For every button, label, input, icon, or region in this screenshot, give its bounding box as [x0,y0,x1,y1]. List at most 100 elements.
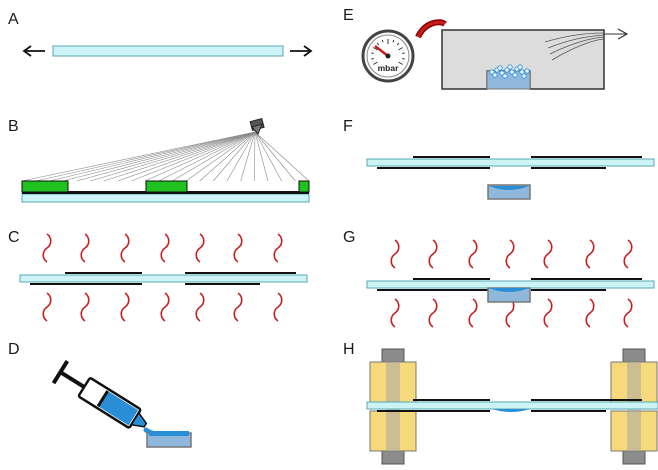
gauge-tick [402,58,405,60]
dish-liquid [489,186,529,190]
heat-wave [233,292,243,322]
heat-wave [80,292,90,322]
liquid-film [492,409,530,412]
heat-wave [505,239,515,269]
gauge-tick [371,58,374,60]
panel-label-h: H [343,341,355,358]
sputter-ray [254,131,256,182]
bubble [517,64,523,70]
gauge-tick [381,39,384,43]
sputter-ray [213,131,256,182]
degassing-bubbles [489,64,530,79]
gauge-tick [392,39,395,43]
gauge-needle [374,45,389,57]
sputter-ray [254,131,296,182]
bubble [499,70,505,76]
heat-wave [623,239,633,269]
heat-wave [42,233,52,263]
panel-label-f: F [343,118,353,135]
glass-slide [52,45,284,57]
sputter-nozzle [249,117,265,135]
heat-waves [42,233,283,322]
glass-slide [19,274,308,283]
sputter-ray [158,131,256,182]
sputter-ray [226,131,256,182]
panel-label-b: B [8,118,19,135]
glass-slide [366,158,655,167]
shadow-mask-right [298,180,310,193]
sputter-ray [62,131,256,182]
sputter-ray [90,131,256,182]
panel-label-e: E [343,7,354,24]
gauge-tick [376,42,380,46]
bubble [524,68,530,74]
glass-slide [366,401,658,410]
panel-label-g: G [343,229,355,246]
pressure-gauge: mbar [361,29,415,83]
sputter-ray [117,131,256,182]
dish-liquid [489,288,529,292]
sputter-ray [144,131,256,182]
panel-a: A [8,11,313,57]
bubble [504,67,510,73]
sputter-ray [35,131,256,182]
heat-wave [543,239,553,269]
panel-h: H [343,341,658,465]
sputter-ray [199,131,256,182]
panel-b: B [8,117,310,203]
sputter-ray [254,131,269,182]
bubble [502,73,508,79]
sputter-ray [185,131,256,182]
sputter-ray [240,131,256,182]
bubble [521,73,527,79]
plunger-rod [59,370,87,390]
gauge-tick [396,42,400,46]
gauge-tick [373,47,378,51]
heat-wave [233,233,243,263]
stretch-arrow-left [22,45,45,57]
syringe [51,360,148,429]
shadow-mask-left [21,180,69,193]
panel-f: F [343,118,655,200]
clamp-left [369,348,417,465]
sputter-ray [76,131,256,182]
gauge-tick [398,61,403,65]
bubble [509,69,515,75]
syringe-liquid [98,391,139,426]
shadow-mask-middle [145,180,188,193]
heat-wave [120,233,130,263]
heat-wave [428,239,438,269]
gauge-tick [373,61,378,65]
clamp-right [610,348,658,465]
sputter-rays [21,131,310,182]
gauge-tick [371,52,374,54]
bubble [497,65,503,71]
gauge-tick [398,47,403,51]
heat-wave [42,292,52,322]
heat-wave [585,298,595,328]
sputter-ray [131,131,256,182]
heat-waves [390,239,633,328]
gauge-unit-label: mbar [378,63,399,73]
sputter-ray [254,131,282,182]
heat-wave [195,292,205,322]
exhaust-lines [544,28,629,61]
bubble [519,69,525,75]
heat-wave [585,239,595,269]
heat-wave [160,233,170,263]
heat-wave [273,292,283,322]
heat-wave [623,298,633,328]
bubble [492,72,498,78]
stretch-arrow-right [290,45,313,57]
sputter-ray [21,131,256,182]
panel-label-c: C [8,229,20,246]
heat-wave [468,239,478,269]
sputter-ray [103,131,256,182]
heat-wave [273,233,283,263]
sputter-ray [172,131,256,182]
sputter-ray [49,131,256,182]
heat-wave [120,292,130,322]
heat-wave [160,292,170,322]
